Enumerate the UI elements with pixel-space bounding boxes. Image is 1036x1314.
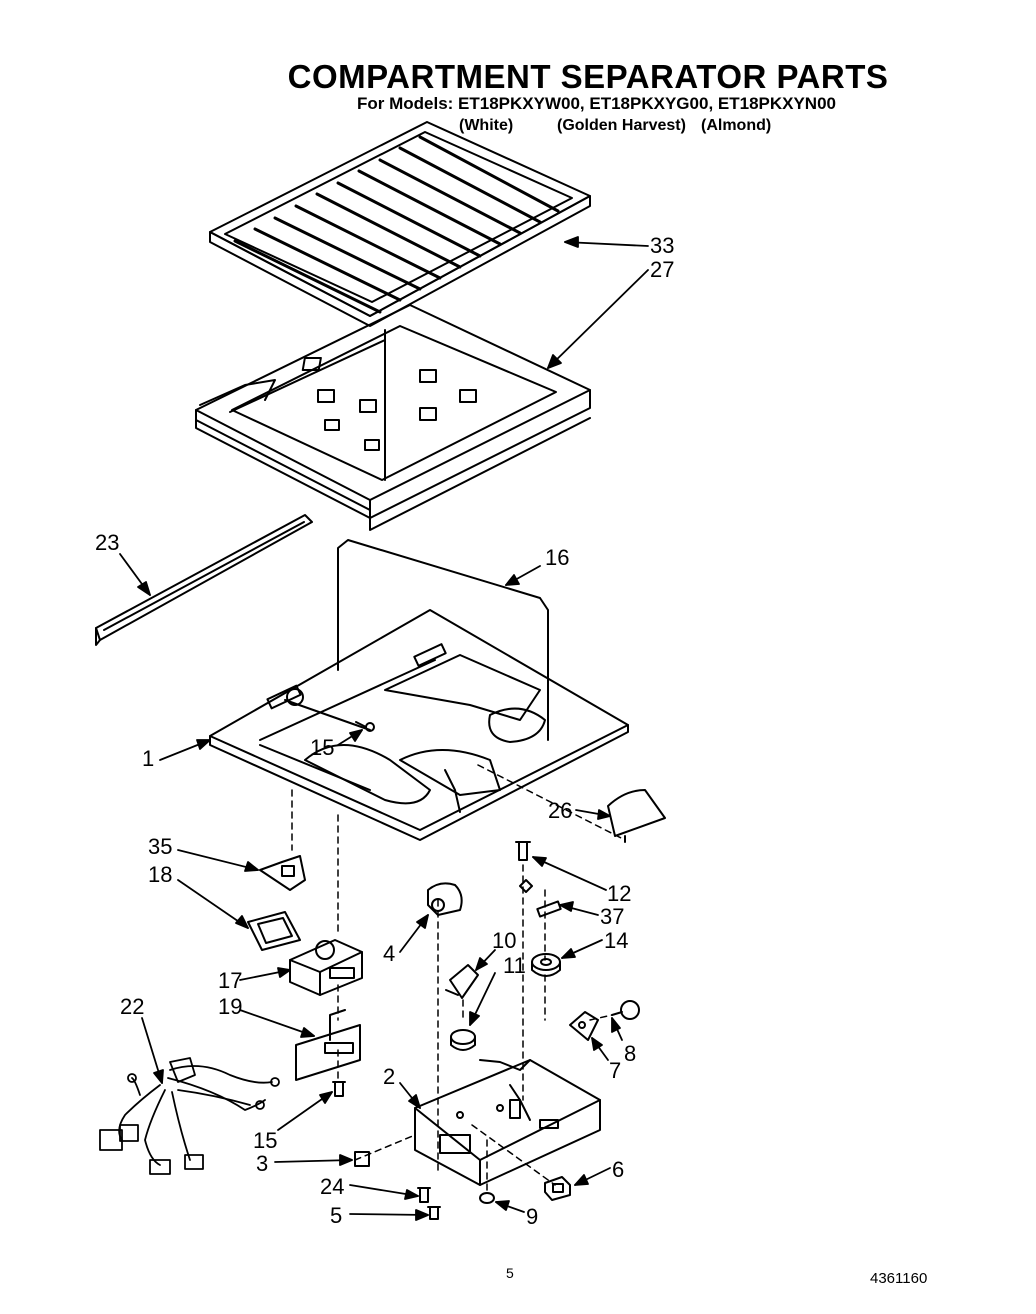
callout-37: 37 <box>600 904 625 929</box>
color-white: (White) <box>459 117 514 134</box>
model-list: For Models: ET18PKXYW00, ET18PKXYG00, ET… <box>357 94 836 113</box>
part-15-screw-bottom <box>332 1081 346 1097</box>
callout-23: 23 <box>95 530 120 555</box>
part-17-control-housing <box>289 939 363 996</box>
part-9-grommet <box>479 1192 495 1204</box>
part-10-switch <box>445 964 479 999</box>
callout-15-top: 15 <box>310 735 335 760</box>
part-22-wire-harness <box>99 1057 280 1175</box>
callout-3: 3 <box>256 1151 269 1176</box>
callout-5: 5 <box>330 1203 343 1228</box>
part-15-screw-top <box>355 721 375 732</box>
part-7-socket <box>569 1011 599 1041</box>
page-number: 5 <box>506 1265 514 1281</box>
part-33-cover <box>209 121 591 327</box>
part-27-frame <box>195 304 591 531</box>
callout-10: 10 <box>492 928 517 953</box>
part-16-wire <box>337 539 549 741</box>
assembly-guide-lines <box>291 764 626 1196</box>
callout-1: 1 <box>142 746 155 771</box>
callout-24: 24 <box>320 1174 345 1199</box>
callout-18: 18 <box>148 862 173 887</box>
document-number: 4361160 <box>870 1270 928 1287</box>
callout-35: 35 <box>148 834 173 859</box>
part-1-separator <box>209 609 629 841</box>
color-almond: (Almond) <box>701 117 772 134</box>
callout-7: 7 <box>609 1058 622 1083</box>
callout-8: 8 <box>624 1041 637 1066</box>
callout-12: 12 <box>607 881 632 906</box>
callout-6: 6 <box>612 1157 625 1182</box>
callout-2: 2 <box>383 1064 396 1089</box>
part-5-screw <box>427 1206 441 1220</box>
part-23-strip <box>95 514 313 646</box>
callout-27: 27 <box>650 257 675 282</box>
part-24-screw <box>417 1187 431 1203</box>
part-35-connector <box>259 855 306 891</box>
part-3-clip <box>354 1151 370 1167</box>
part-8-bulb <box>611 1000 640 1020</box>
callout-22: 22 <box>120 994 145 1019</box>
part-37-spacer <box>519 879 562 918</box>
page-title: COMPARTMENT SEPARATOR PARTS <box>287 58 889 95</box>
part-26-cover <box>607 789 666 843</box>
callout-9: 9 <box>526 1204 539 1229</box>
callout-16: 16 <box>545 545 570 570</box>
part-19-bracket <box>295 1009 361 1081</box>
callout-15-bottom: 15 <box>253 1128 278 1153</box>
part-14-knob <box>531 953 561 977</box>
part-4-knob <box>427 882 463 916</box>
callout-33: 33 <box>650 233 675 258</box>
callout-14: 14 <box>604 928 629 953</box>
callout-19: 19 <box>218 994 243 1019</box>
part-6-connector <box>544 1176 571 1201</box>
color-golden-harvest: (Golden Harvest) <box>557 117 686 134</box>
part-11-ring <box>450 1029 476 1051</box>
callout-26: 26 <box>548 798 573 823</box>
callout-leaders <box>119 236 649 1221</box>
callout-4: 4 <box>383 941 396 966</box>
part-2-control-bracket <box>414 1059 601 1186</box>
part-12-screw <box>515 841 531 861</box>
part-18-gasket <box>247 911 301 951</box>
callout-17: 17 <box>218 968 243 993</box>
callout-11: 11 <box>503 953 526 978</box>
